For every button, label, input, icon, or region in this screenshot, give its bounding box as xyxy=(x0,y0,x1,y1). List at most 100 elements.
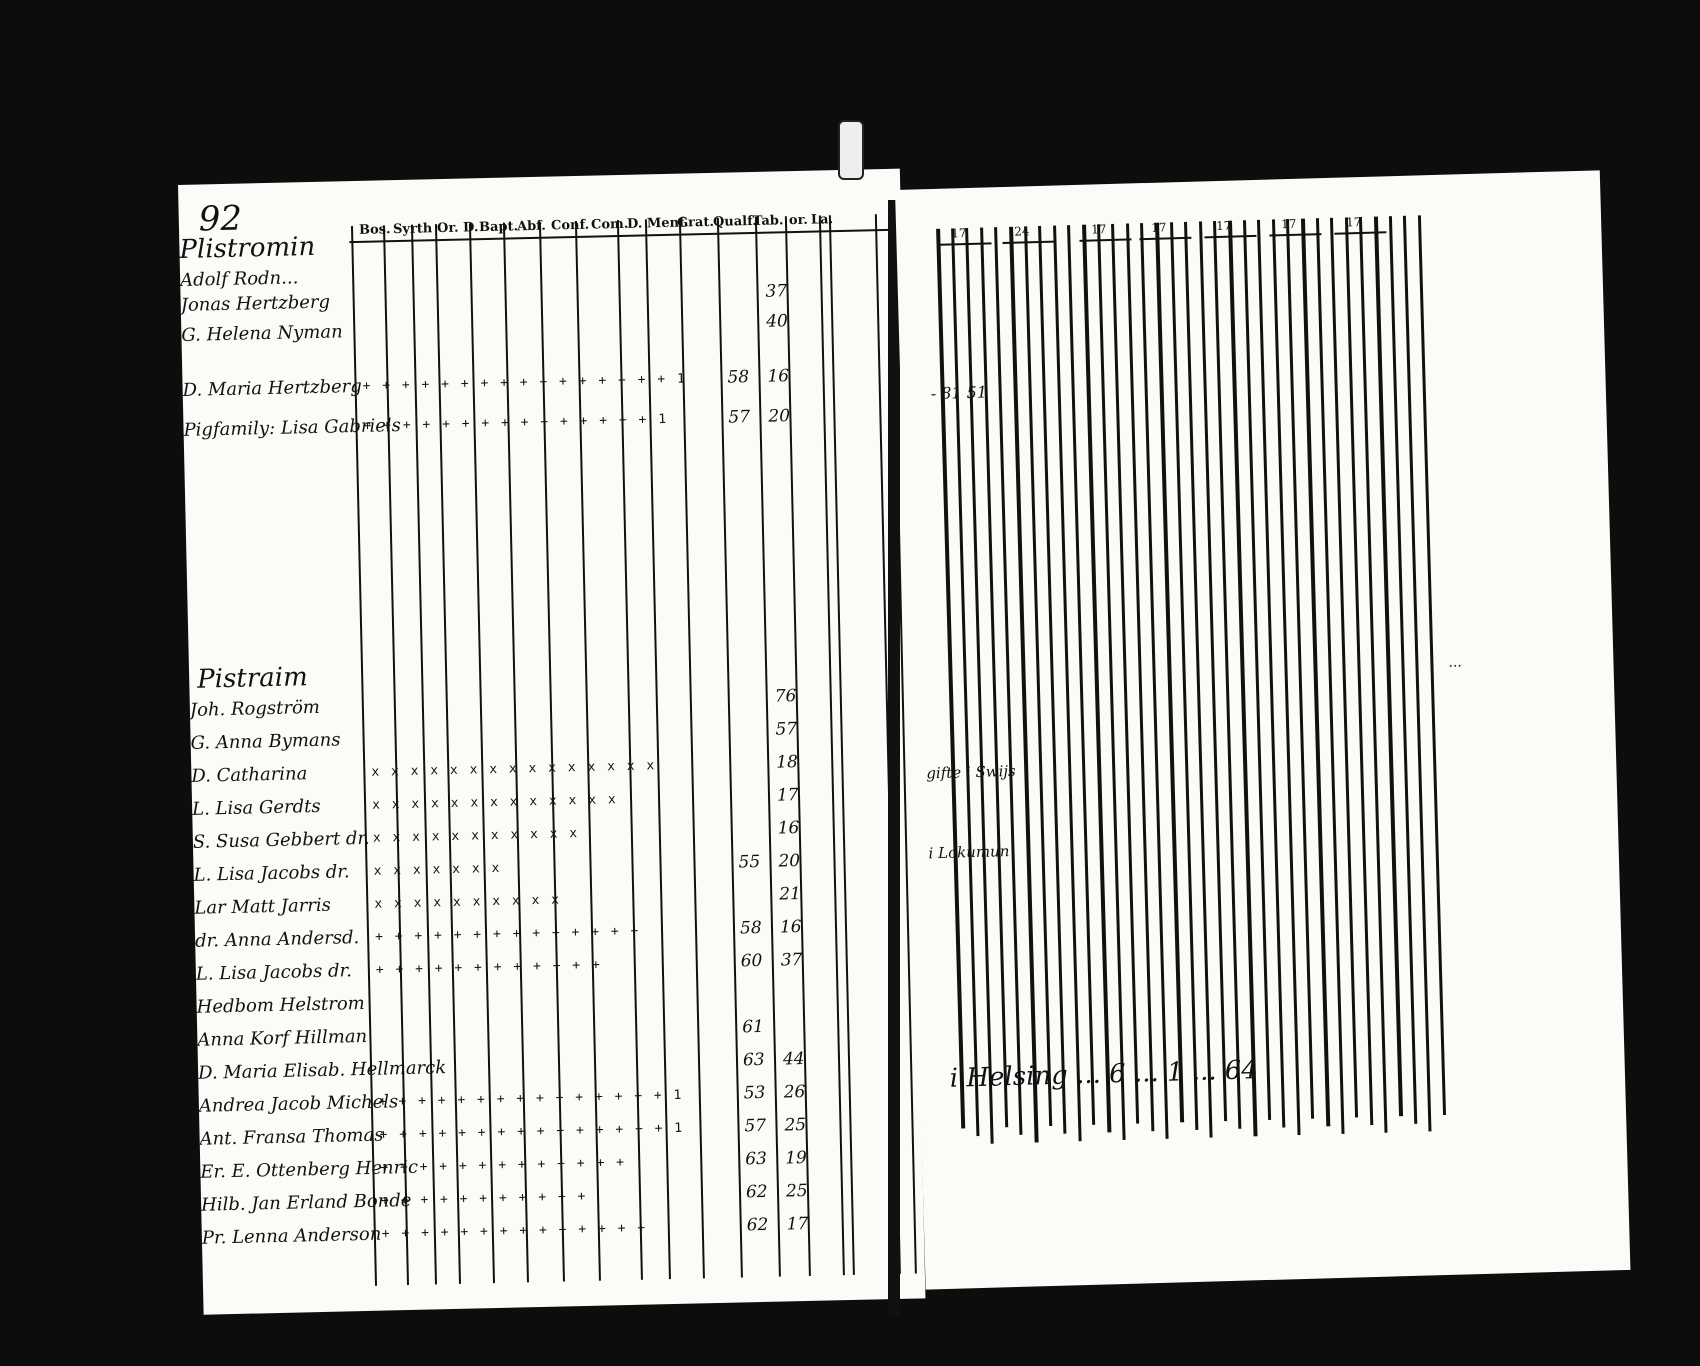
person-age: 37 xyxy=(780,950,803,971)
person-age: 17 xyxy=(776,785,799,806)
right-ruling-line xyxy=(1198,221,1227,1122)
right-ruling-line xyxy=(1052,225,1082,1142)
column-header: Qualf. xyxy=(712,213,757,230)
person-age: 20 xyxy=(768,406,791,427)
right-ruling-line xyxy=(1257,219,1286,1128)
person-number: 53 xyxy=(743,1082,766,1104)
right-ruling-line xyxy=(1286,219,1315,1119)
column-header: Bos. xyxy=(358,222,391,238)
person-number: 63 xyxy=(745,1148,768,1170)
right-ruling-line xyxy=(1330,217,1359,1118)
person-name: Pr. Lenna Anderson xyxy=(201,1223,382,1249)
person-name: Lar Matt Jarris xyxy=(194,894,332,919)
person-name: G. Anna Bymans xyxy=(190,729,341,754)
right-ruling-line xyxy=(1169,222,1198,1130)
person-name: Hedbom Helstrom xyxy=(196,992,365,1018)
right-ruling-line xyxy=(979,227,1009,1128)
right-column-heading: 24 xyxy=(1014,224,1030,239)
person-marks: + + + + + + + + + + + + + + xyxy=(374,923,641,945)
person-name: S. Susa Gebbert dr. xyxy=(192,827,371,853)
person-marks: + + + + + + + + + + + + xyxy=(375,957,602,978)
right-ruling-line xyxy=(1111,223,1140,1124)
column-header: Com. xyxy=(590,216,629,233)
right-ruling-line xyxy=(1155,222,1185,1123)
person-name: Jonas Hertzberg xyxy=(180,291,331,316)
person-name: D. Maria Hertzberg xyxy=(182,375,363,401)
note-3: i Lokumun xyxy=(928,842,1010,863)
right-ruling-line xyxy=(1082,224,1112,1133)
person-age: 16 xyxy=(779,917,802,938)
person-age: 57 xyxy=(775,719,798,740)
person-age: 76 xyxy=(774,686,797,707)
right-ruling-line xyxy=(1140,223,1169,1139)
person-number: 57 xyxy=(744,1115,767,1137)
person-number: 63 xyxy=(742,1049,765,1071)
person-marks: x x x x x x x x x x x x x x x xyxy=(371,758,657,780)
right-ruling-line xyxy=(1023,226,1052,1127)
right-ruling-line xyxy=(965,227,994,1144)
person-number: 58 xyxy=(739,917,762,939)
right-ruling-line xyxy=(1359,216,1388,1133)
right-heading-rule xyxy=(1079,238,1132,242)
person-age: 18 xyxy=(776,752,799,773)
right-ruling-line xyxy=(1373,216,1404,1117)
person-number: 60 xyxy=(740,950,763,972)
left-page: 92 Bos.SyrthOr. D.Bapt.Abf.Conf.Com.D. M… xyxy=(178,168,926,1315)
person-age: 25 xyxy=(784,1114,807,1136)
person-number: 62 xyxy=(745,1181,768,1203)
person-name: L. Lisa Jacobs dr. xyxy=(195,960,353,985)
section-2-heading: Pistraim xyxy=(196,662,309,695)
right-ruling-line xyxy=(1403,215,1432,1132)
person-name: Andrea Jacob Michels xyxy=(198,1091,399,1117)
person-name: L. Lisa Gerdts xyxy=(191,795,321,820)
column-header: Tab. xyxy=(752,213,784,229)
person-age: 25 xyxy=(785,1180,808,1202)
column-header: Conf. xyxy=(550,217,590,234)
right-page: 17241717171717 - 81 51 gifte i Swijs i L… xyxy=(895,170,1631,1290)
column-header: Abf. xyxy=(516,218,547,235)
person-age: 44 xyxy=(782,1049,805,1070)
person-marks: + + + + + + + + + + + + + + xyxy=(381,1220,648,1242)
person-number: 57 xyxy=(728,407,751,428)
right-ruling-line xyxy=(950,228,980,1137)
person-number: 55 xyxy=(738,851,761,873)
binding-clip xyxy=(838,120,864,180)
person-marks: x x x x x x x x x x x xyxy=(372,826,580,846)
note-5: ... xyxy=(1448,654,1462,671)
person-age: 17 xyxy=(786,1213,809,1235)
person-name: Joh. Rogström xyxy=(189,696,321,721)
person-age: 26 xyxy=(783,1082,806,1103)
right-ruling-line xyxy=(994,227,1023,1135)
right-ruling-line xyxy=(1388,216,1417,1124)
right-ruling-line xyxy=(1038,225,1067,1134)
person-number: 62 xyxy=(746,1214,769,1236)
section-1-heading: Plistromin xyxy=(179,231,316,265)
column-header: Bapt. xyxy=(478,219,519,236)
person-name: Anna Korf Hillman xyxy=(197,1025,368,1051)
note-4: i Helsing ... 6 ... 1 ... 64 xyxy=(949,1055,1259,1094)
person-age: 16 xyxy=(777,818,800,839)
person-age: 20 xyxy=(778,851,801,872)
person-name: Adolf Rodn... xyxy=(179,267,299,291)
right-ruling-line xyxy=(1227,220,1258,1137)
right-ruling-line xyxy=(1096,224,1126,1141)
right-ruling-line xyxy=(1184,221,1213,1138)
person-marks: x x x x x x x xyxy=(373,860,502,879)
right-heading-rule xyxy=(1269,233,1322,237)
person-name: G. Helena Nyman xyxy=(181,321,343,346)
right-ruling-line xyxy=(1125,223,1155,1132)
person-name: L. Lisa Jacobs dr. xyxy=(193,861,350,886)
right-ruling-line xyxy=(1417,215,1446,1116)
person-marks: x x x x x x x x x x xyxy=(374,892,562,912)
right-ruling-line xyxy=(1242,220,1271,1120)
person-age: 37 xyxy=(765,281,788,302)
right-ruling-line xyxy=(1344,217,1374,1126)
person-marks: + + + + + + + + + + + + + + + + 1 xyxy=(362,371,687,394)
person-name: D. Maria Elisab. Hellmarck xyxy=(197,1057,447,1084)
column-header: Or. D. xyxy=(436,220,479,237)
right-ruling-line xyxy=(1271,219,1301,1136)
person-marks: x x x x x x x x x x x x x xyxy=(371,792,618,813)
note-2: gifte i Swijs xyxy=(926,761,1016,783)
person-age: 16 xyxy=(767,366,790,387)
person-age: 40 xyxy=(766,311,789,332)
